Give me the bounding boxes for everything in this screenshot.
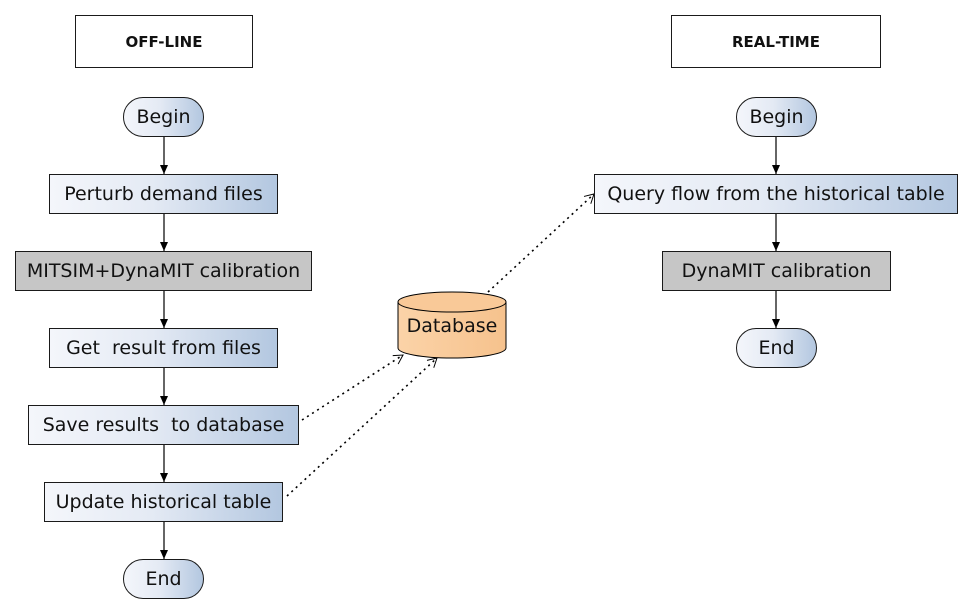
query-flow-step: Query flow from the historical table [594,174,958,214]
save-results-step: Save results to database [28,405,299,445]
database-label: Database [407,315,498,337]
offline-begin: Begin [123,97,204,137]
dynamit-calibration-step: DynaMIT calibration [662,251,891,291]
offline-end: End [123,559,204,599]
perturb-demand-step: Perturb demand files [49,174,278,214]
database-to-query-connector [487,193,595,293]
save-to-database-connector [301,354,404,421]
mitsim-dynamit-calibration-step: MITSIM+DynaMIT calibration [15,251,312,291]
offline-header: OFF-LINE [75,15,253,68]
get-result-step: Get result from files [49,328,278,368]
database-connectors [286,193,595,497]
database-cylinder: Database [397,291,507,359]
realtime-header: REAL-TIME [671,15,881,68]
realtime-end: End [736,328,817,368]
update-historical-step: Update historical table [44,482,283,522]
update-to-database-connector [286,357,438,497]
realtime-begin: Begin [736,97,817,137]
